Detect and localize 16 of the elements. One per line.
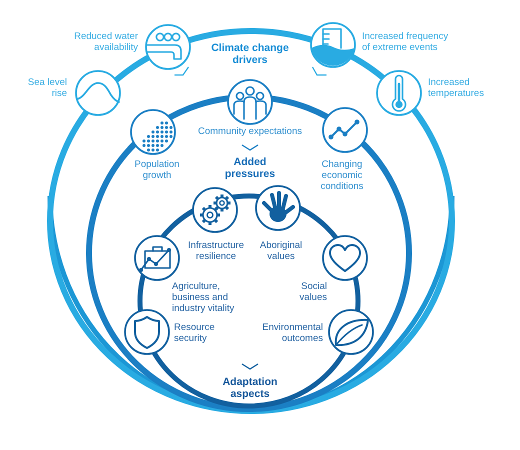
icon-label: Community expectations: [197, 126, 303, 137]
icon-label: Environmental outcomes: [261, 322, 323, 344]
icon-label: Social values: [298, 281, 327, 303]
icon-label: Increased frequency of extreme events: [362, 31, 450, 53]
section-heading: Climate change drivers: [210, 42, 290, 66]
icon-label: Population growth: [134, 159, 180, 181]
icon-label: Sea level rise: [26, 77, 67, 99]
icon-label: Increased temperatures: [428, 77, 485, 99]
icon-label: Aboriginal values: [259, 240, 303, 262]
icon-label: Infrastructure resilience: [188, 240, 244, 262]
icon-label: Resource security: [174, 322, 216, 344]
icon-label: Reduced water availability: [73, 31, 138, 53]
icon-label: Changing economic conditions: [320, 159, 364, 192]
section-heading: Added pressures: [224, 156, 276, 180]
icon-label: Agriculture, business and industry vitality: [172, 281, 236, 314]
section-heading: Adaptation aspects: [222, 376, 278, 400]
